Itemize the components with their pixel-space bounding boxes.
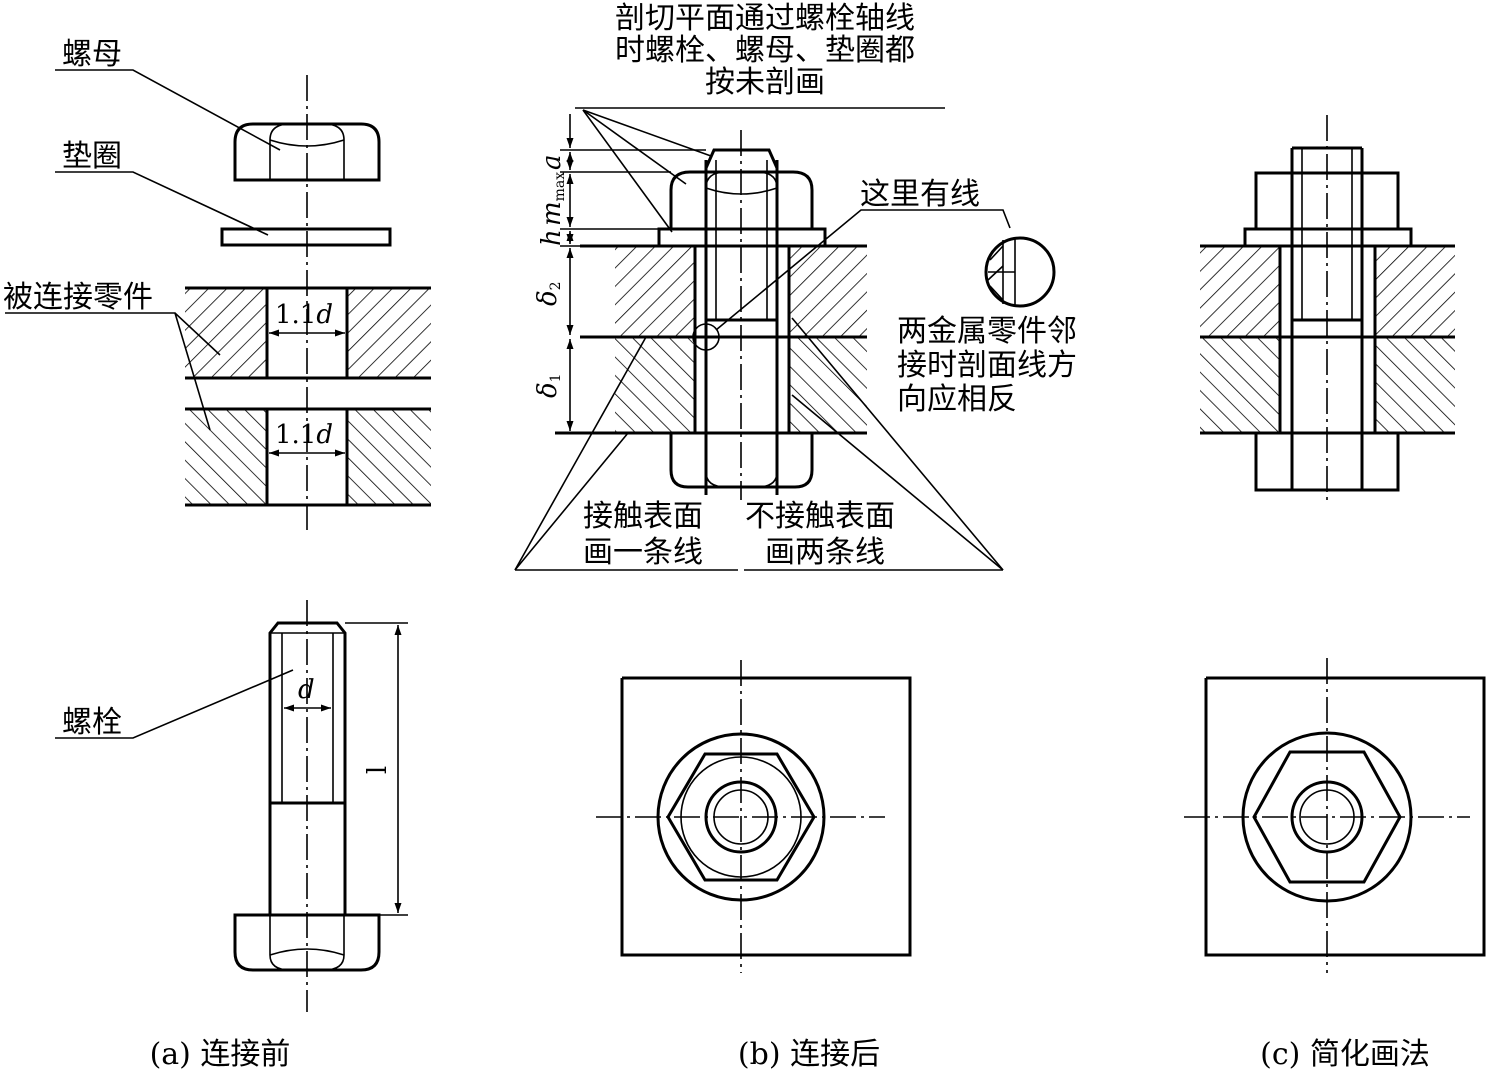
note-section-line3: 按未剖画 xyxy=(705,65,825,100)
dim-a: a xyxy=(537,154,567,170)
note-contact-line2: 画一条线 xyxy=(583,535,703,570)
detail-circle-small xyxy=(692,323,720,351)
note-noncontact-line2: 画两条线 xyxy=(765,535,885,570)
washer-drawing xyxy=(657,227,827,248)
dim-delta2: δ2 xyxy=(533,281,564,306)
panel-a: 1.1d 1.1d d l 螺母 垫圈 被 xyxy=(3,37,431,1072)
caption-c: (c) 简化画法 xyxy=(1260,1037,1430,1072)
dim-delta1: δ1 xyxy=(533,373,564,398)
label-bolt: 螺栓 xyxy=(62,705,122,740)
dim-m-max: mmax xyxy=(537,172,568,226)
washer-simplified xyxy=(1243,227,1413,248)
plates-section xyxy=(555,244,867,435)
bolt-length-label: l xyxy=(363,766,393,774)
upper-part-section xyxy=(185,286,431,380)
contact-leaders xyxy=(514,317,1004,571)
caption-b: (b) 连接后 xyxy=(738,1037,880,1072)
label-connected-parts: 被连接零件 xyxy=(3,280,153,315)
leader-line-here xyxy=(715,209,1011,331)
note-hatch-line1: 两金属零件邻 xyxy=(897,314,1077,349)
label-nut: 螺母 xyxy=(62,37,122,72)
bolt-diameter-label: d xyxy=(298,675,315,705)
note-line-here: 这里有线 xyxy=(860,177,980,212)
caption-a: (a) 连接前 xyxy=(150,1037,291,1072)
dimension-stack xyxy=(560,114,706,431)
dim-h: h xyxy=(537,229,567,246)
panel-c: (c) 简化画法 xyxy=(1184,115,1486,1072)
bolt-head xyxy=(669,431,814,489)
note-section-line2: 时螺栓、螺母、垫圈都 xyxy=(615,33,915,68)
hole-dimension-lower: 1.1d xyxy=(275,420,333,450)
panel-b: 这里有线 两金属零件邻 接时剖面线方 向应相反 剖切平面通过螺栓轴线 时螺栓、螺… xyxy=(514,1,1077,1072)
label-washer: 垫圈 xyxy=(62,139,122,174)
detail-magnifier xyxy=(984,236,1056,308)
washer-drawing xyxy=(220,227,392,247)
nut-drawing xyxy=(669,170,814,231)
bolt-end xyxy=(704,148,779,169)
note-noncontact-line1: 不接触表面 xyxy=(745,499,895,534)
hole-dimension-upper: 1.1d xyxy=(275,300,333,330)
note-hatch-line2: 接时剖面线方 xyxy=(897,348,1077,383)
note-contact-line1: 接触表面 xyxy=(583,499,703,534)
panel-a-leaders xyxy=(5,69,294,739)
bolt-head-simplified xyxy=(1254,431,1400,492)
top-view-c xyxy=(1184,658,1486,973)
lower-part-section xyxy=(185,407,431,507)
note-hatch-line3: 向应相反 xyxy=(897,382,1017,417)
bolt-drawing xyxy=(233,621,381,972)
plates-section xyxy=(1200,244,1455,435)
top-view-b xyxy=(596,660,912,973)
nut-drawing xyxy=(233,122,381,182)
note-section-line1: 剖切平面通过螺栓轴线 xyxy=(615,1,915,36)
